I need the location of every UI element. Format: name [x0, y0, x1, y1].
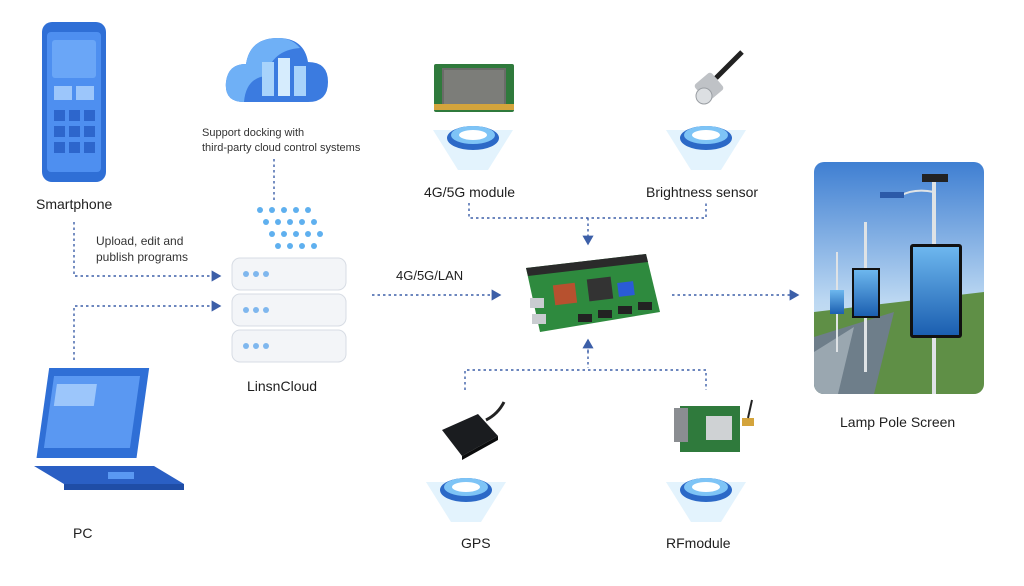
- gps-antenna-illustration: [438, 400, 508, 465]
- gps-label: GPS: [461, 535, 491, 551]
- upload-note-line2: publish programs: [96, 250, 189, 264]
- controller-board-illustration: [518, 248, 664, 345]
- rf-module-label: RFmodule: [666, 535, 731, 551]
- 4g5g-module-label: 4G/5G module: [424, 184, 516, 200]
- 4g5g-module-pad-icon: [428, 108, 518, 178]
- link-label: 4G/5G/LAN: [396, 268, 464, 283]
- brightness-sensor-illustration: [686, 48, 746, 115]
- brightness-sensor-pad-icon: [661, 108, 751, 178]
- cloud-docking-line2: third-party cloud control systems: [202, 142, 361, 154]
- smartphone-label: Smartphone: [36, 196, 113, 212]
- rf-module-illustration: [672, 398, 756, 461]
- linsncloud-label: LinsnCloud: [247, 378, 318, 394]
- upload-note-line1: Upload, edit and: [96, 234, 184, 248]
- lamp-pole-screen-label: Lamp Pole Screen: [840, 414, 956, 430]
- 4g5g-module-illustration: [432, 60, 516, 121]
- cloud-docking-line1: Support docking with: [202, 127, 305, 139]
- pc-illustration: [30, 362, 190, 507]
- pc-label: PC: [73, 525, 93, 541]
- cloud-docking-note: Support docking with third-party cloud c…: [202, 126, 360, 156]
- smartphone-illustration: [38, 18, 110, 193]
- brightness-sensor-label: Brightness sensor: [646, 184, 759, 200]
- linsncloud-server-illustration: [226, 200, 352, 375]
- gps-pad-icon: [421, 460, 511, 530]
- upload-note: Upload, edit and publish programs: [96, 233, 188, 265]
- cloud-illustration: [222, 22, 332, 117]
- rf-module-pad-icon: [661, 460, 751, 530]
- lamp-pole-screen-photo: [814, 162, 984, 394]
